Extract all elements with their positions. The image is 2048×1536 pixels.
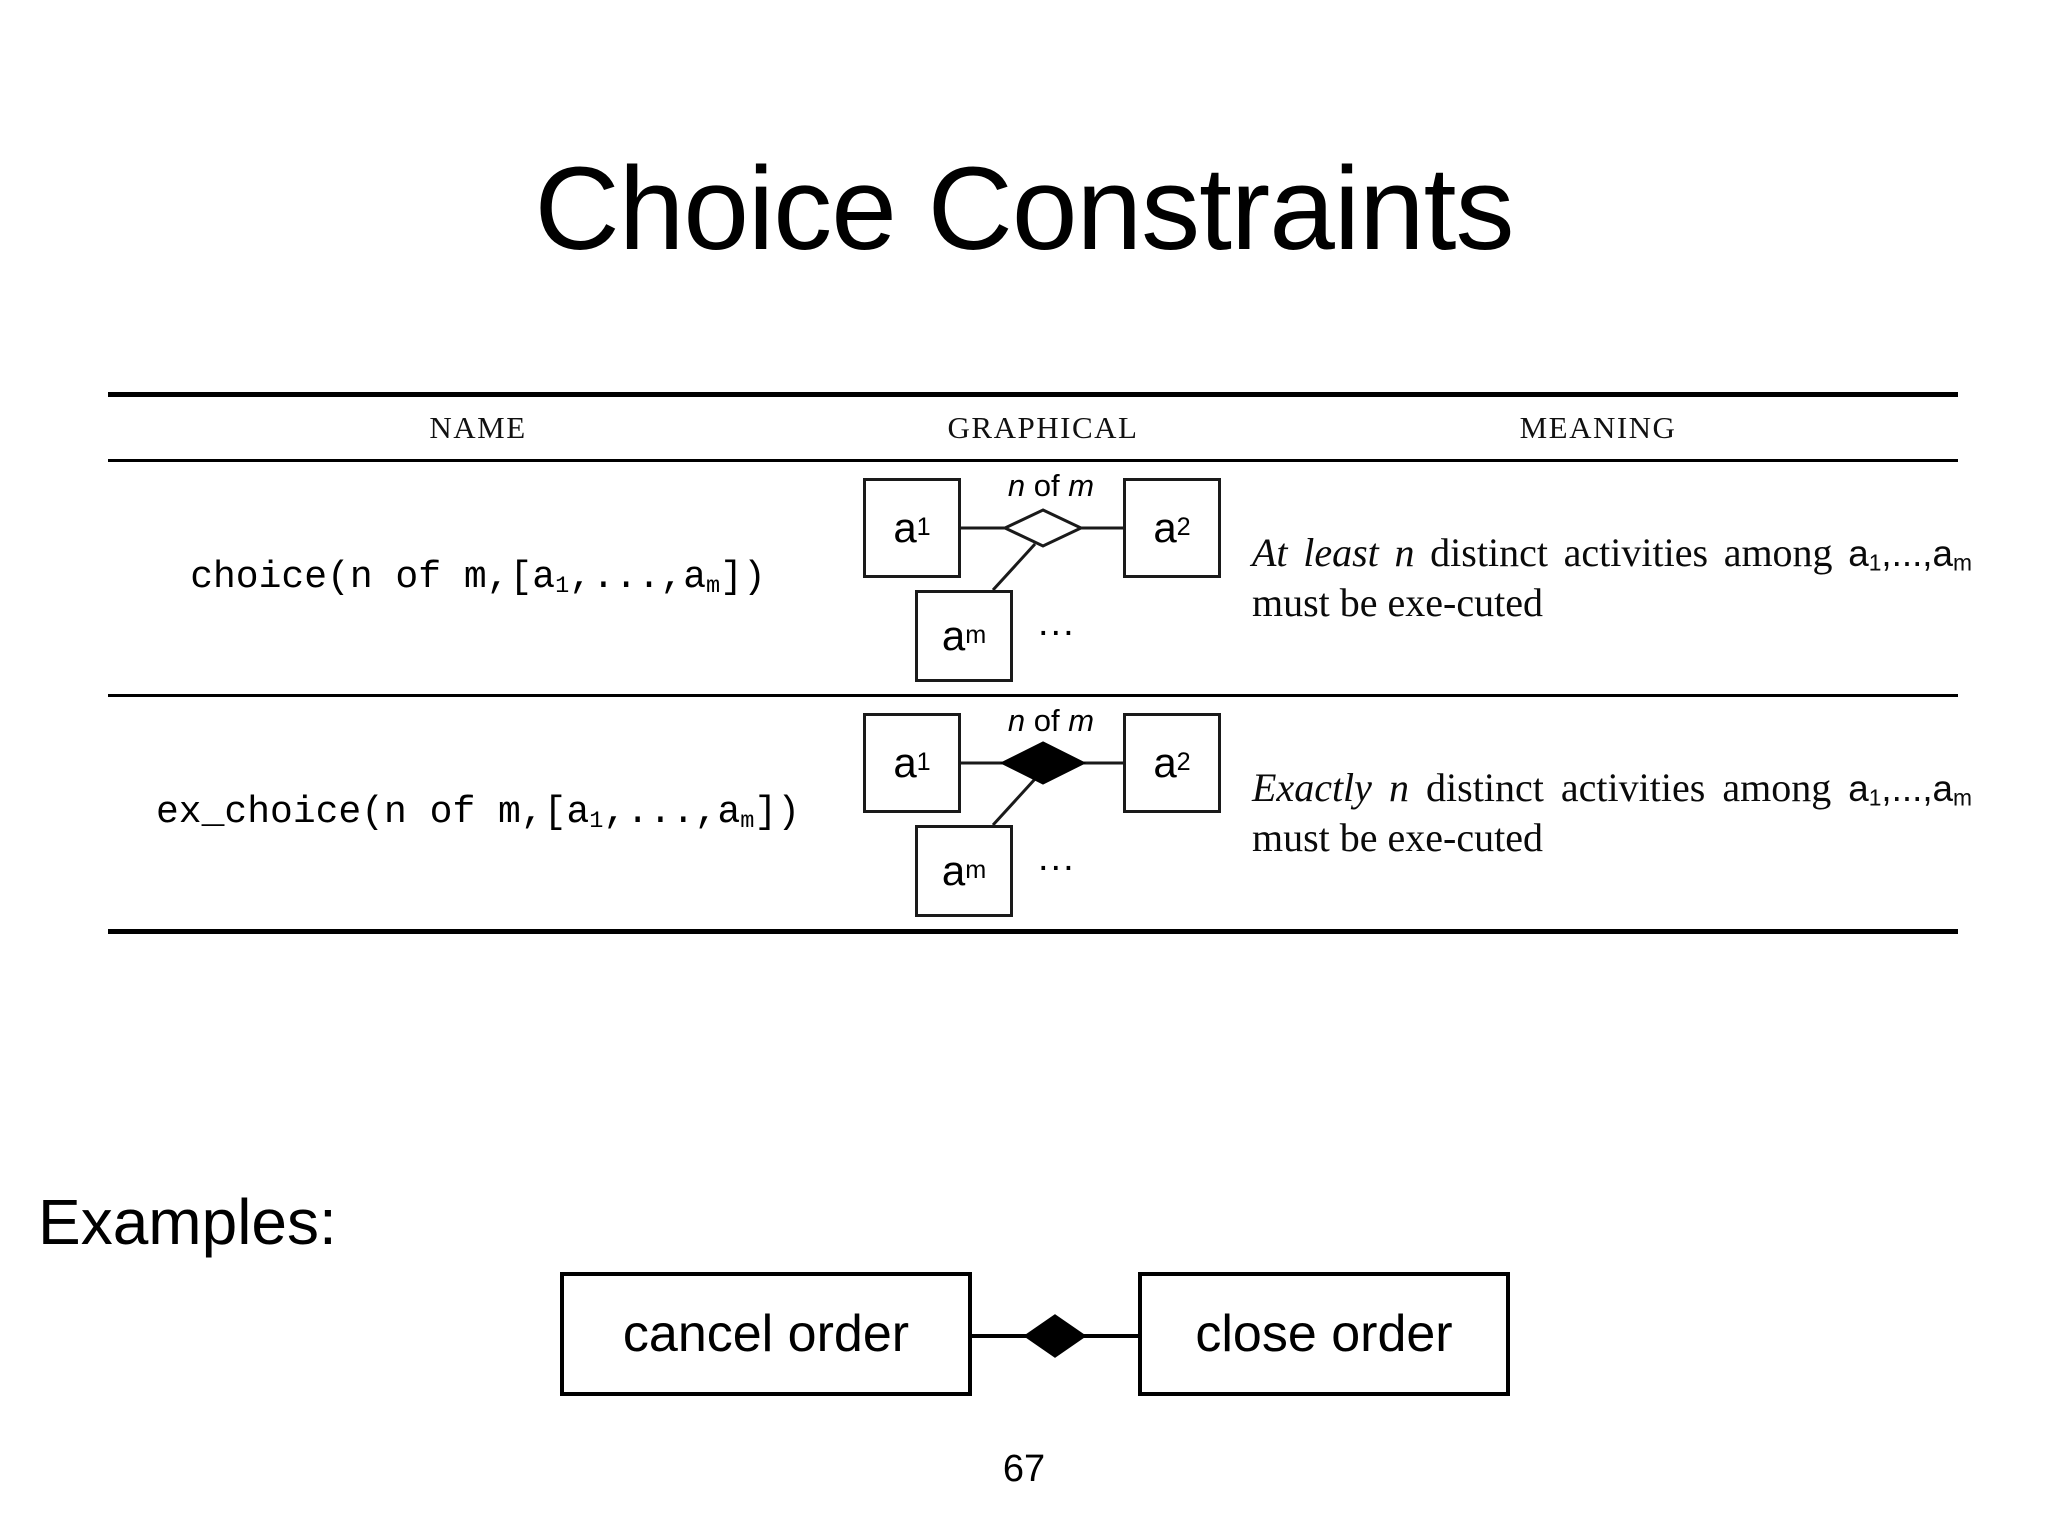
edge-label-m: m [1068, 468, 1095, 503]
list-am-sub: m [1953, 549, 1972, 576]
example-box-close-order: close order [1138, 1272, 1510, 1396]
meaning-text-mid: distinct activities among [1430, 530, 1833, 576]
activity-subscript: 1 [916, 748, 931, 777]
meaning-text-mid: distinct activities among [1426, 765, 1832, 811]
list-a1-sub: 1 [1868, 549, 1882, 576]
constraints-table: NAME GRAPHICAL MEANING choice(n of m,[a1… [108, 392, 1972, 934]
name-subscript-1: 1 [555, 573, 570, 601]
name-mid: ,...,a [603, 790, 741, 834]
meaning-activity-list: a1,...,am [1848, 533, 1972, 576]
example-diagram-edges [972, 1314, 1138, 1358]
choice-diagram-edges [961, 508, 1123, 592]
activity-subscript: 1 [916, 513, 931, 542]
example-box-cancel-order: cancel order [560, 1272, 972, 1396]
table-middle-rule [108, 694, 1958, 697]
edge-label-n: n [1007, 468, 1026, 503]
page-number: 67 [1002, 1448, 1046, 1490]
constraint-name-ex-choice: ex_choice(n of m,[a1,...,am]) [108, 791, 848, 835]
meaning-emphasis: Exactly [1252, 765, 1372, 811]
list-am: a [1932, 768, 1954, 810]
meaning-text-tail: must be exe-cuted [1252, 815, 1543, 860]
example-choice-diagram: cancel order close order [560, 1272, 1510, 1400]
meaning-var-n: n [1394, 530, 1415, 576]
edge-label-of: of [1033, 468, 1060, 503]
meaning-activity-list: a1,...,am [1848, 768, 1973, 811]
name-mid: ,...,a [569, 555, 707, 599]
activity-label: a [941, 612, 966, 659]
list-ellipsis: ,..., [1881, 533, 1933, 575]
name-suffix: ]) [720, 555, 766, 599]
edge-label-n: n [1007, 703, 1026, 738]
examples-heading: Examples: [38, 1186, 337, 1258]
name-subscript-1: 1 [589, 808, 604, 836]
activity-subscript: 2 [1176, 513, 1191, 542]
name-subscript-m: m [706, 573, 721, 601]
column-header-graphical: GRAPHICAL [947, 410, 1139, 445]
table-header-rule [108, 459, 1958, 462]
edge-label-n-of-m: n of m [981, 468, 1121, 504]
list-a1: a [1848, 768, 1869, 810]
activity-label: a [941, 847, 966, 894]
meaning-var-n: n [1388, 765, 1409, 811]
ellipsis-dots: ... [1038, 837, 1076, 879]
activity-subscript: m [965, 621, 987, 650]
list-am: a [1932, 533, 1953, 575]
constraint-name-choice: choice(n of m,[a1,...,am]) [108, 556, 848, 600]
column-header-name: NAME [429, 410, 527, 445]
ellipsis-dots: ... [1038, 602, 1076, 644]
name-prefix: ex_choice(n of m,[a [156, 790, 590, 834]
table-top-rule [108, 392, 1958, 397]
list-ellipsis: ,..., [1881, 768, 1933, 810]
name-prefix: choice(n of m,[a [190, 555, 556, 599]
activity-subscript: m [965, 856, 987, 885]
table-header-row: NAME GRAPHICAL MEANING [108, 397, 1958, 459]
meaning-text-tail: must be exe-cuted [1252, 580, 1543, 625]
activity-label: a [1153, 739, 1177, 786]
edge-label-n-of-m: n of m [981, 703, 1121, 739]
column-header-meaning: MEANING [1519, 410, 1677, 445]
activity-label: a [1153, 504, 1177, 551]
edge-label-m: m [1068, 703, 1095, 738]
edge-label-of: of [1033, 703, 1060, 738]
meaning-emphasis: At least [1252, 530, 1379, 576]
activity-label: a [893, 504, 917, 551]
activity-subscript: 2 [1176, 748, 1191, 777]
name-subscript-m: m [740, 808, 755, 836]
page-title: Choice Constraints [534, 143, 1515, 275]
activity-label: a [893, 739, 917, 786]
list-a1: a [1848, 533, 1869, 575]
list-a1-sub: 1 [1868, 784, 1882, 811]
meaning-cell-ex-choice: Exactly n distinct activities among a1,.… [1238, 763, 1974, 862]
meaning-cell-choice: At least n distinct activities among a1,… [1238, 528, 1974, 627]
list-am-sub: m [1953, 784, 1973, 811]
table-bottom-rule [108, 929, 1958, 934]
name-suffix: ]) [754, 790, 800, 834]
ex-choice-diagram-edges [961, 741, 1123, 827]
